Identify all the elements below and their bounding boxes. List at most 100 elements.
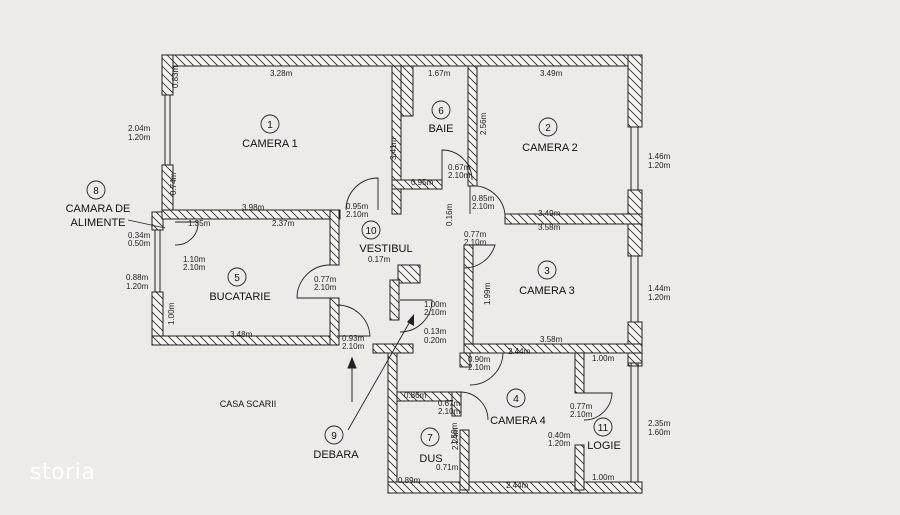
room-name-logie: LOGIE [587, 440, 621, 452]
room-num-11: 11 [598, 423, 609, 434]
wall-c3-left [463, 244, 474, 346]
wall-c4-top [459, 352, 471, 368]
wall-right-logie [627, 352, 643, 364]
door-baie [441, 149, 473, 181]
door-logie [583, 392, 613, 421]
dim-vest-door-w: 0.95m [346, 202, 369, 211]
dimensions: 3.28m 2.04m 1.20m 0.74m 0.83m 1.67m 3.41… [126, 65, 671, 490]
dim-buc-door-h: 2.10m [314, 283, 337, 292]
dim-deb-b: 0.20m [424, 336, 447, 345]
casa-scarii-label: CASA SCARII [220, 399, 277, 409]
room-name-camera-2: CAMERA 2 [522, 142, 578, 154]
dim-log-top: 1.00m [592, 354, 615, 363]
wall-logie-left-lower [574, 444, 585, 491]
wall-debara [389, 279, 400, 321]
room-num-7: 7 [427, 433, 433, 444]
dim-main-door-w: 0.93m [342, 334, 365, 343]
dim-c2-win-w: 1.46m [648, 152, 671, 161]
door-bucatarie [296, 264, 331, 299]
room-name-vestibul: VESTIBUL [359, 243, 412, 255]
dim-log-in-w: 0.40m [548, 431, 571, 440]
wall-buc-vest-lower [329, 297, 340, 346]
dim-c2-door-w: 0.85m [472, 194, 495, 203]
wall-baie-inner [391, 188, 402, 215]
camara-pointer [127, 219, 166, 229]
dim-dus-side: 1.58m [450, 422, 459, 445]
door-main [336, 304, 371, 337]
dim-log-in-h: 1.20m [548, 439, 571, 448]
dim-dus-top: 0.86m [404, 391, 427, 400]
dim-cam-win-h: 0.50m [128, 239, 151, 248]
room-num-4: 4 [513, 394, 519, 405]
dim-c3-top: 3.58m [538, 223, 561, 232]
room-name-camara-1: CAMARA DE [66, 203, 131, 215]
dim-deb-a: 0.13m [424, 327, 447, 336]
room-name-camera-1: CAMERA 1 [242, 138, 298, 150]
dim-buc-win-w: 0.88m [126, 273, 149, 282]
dim-c2-door-h: 2.10m [472, 202, 495, 211]
wall-bottom [387, 481, 643, 494]
wall-left-buc [151, 211, 164, 231]
dim-c4-top: 2.44m [508, 347, 531, 356]
dim-c3-bot: 3.58m [540, 335, 563, 344]
dim-c4-bot: 2.44m [506, 481, 529, 490]
dim-c1-win-h: 1.20m [128, 133, 151, 142]
dim-baie-door-w: 0.67m [448, 163, 471, 172]
dim-c2-top: 3.49m [540, 69, 563, 78]
dim-baie-door-h: 2.10m [448, 171, 471, 180]
dim-buc-in: 2.37m [272, 219, 295, 228]
dim-buc-bot: 3.48m [230, 330, 253, 339]
dim-c3-door-h: 2.10m [464, 238, 487, 247]
dim-cam-w: 1.35m [188, 219, 211, 228]
wall-dus-left [387, 352, 398, 494]
dim-c1-side: 0.74m [169, 172, 178, 195]
wall-buc-vest [329, 209, 340, 266]
doors [174, 149, 613, 421]
dim-cam-door-h: 2.10m [183, 263, 206, 272]
room-name-camara-2: ALIMENTE [70, 217, 125, 229]
wall-c4-left [459, 429, 470, 491]
dim-buc-win-h: 1.20m [126, 282, 149, 291]
dim-baie-bot: 0.95m [411, 178, 434, 187]
dim-c1-top: 3.28m [270, 69, 293, 78]
debara-pointer-head [407, 314, 414, 326]
dim-vest-b: 0.16m [445, 203, 454, 226]
wall-right-c2 [627, 54, 643, 128]
door-camara [174, 221, 199, 246]
dim-dus-door-w: 0.67m [438, 399, 461, 408]
dim-log-door-h: 2.10m [570, 410, 593, 419]
dim-vest-a: 0.17m [368, 255, 391, 264]
room-num-6: 6 [438, 106, 444, 117]
entrance-arrow [347, 356, 357, 402]
dim-c2-side: 2.56m [479, 112, 488, 135]
room-name-debara: DEBARA [313, 449, 359, 461]
door-vestibul [345, 177, 379, 211]
dim-c3-win-w: 1.44m [648, 284, 671, 293]
dim-c3-side: 1.99m [483, 282, 492, 305]
wall-logie-left [574, 352, 585, 394]
room-name-camera-4: CAMERA 4 [490, 415, 546, 427]
room-name-bucatarie: BUCATARIE [209, 291, 270, 303]
door-camera3 [463, 244, 496, 269]
dim-c2-win-h: 1.20m [648, 161, 671, 170]
dim-log-win-h: 1.60m [648, 428, 671, 437]
dim-c2-bot: 3.49m [538, 209, 561, 218]
wall-c2-bottom [504, 213, 643, 225]
wall-baie-bottom [391, 179, 443, 190]
wall-right-c3 [627, 223, 643, 257]
dim-dus-door-h: 2.10m [438, 407, 461, 416]
walls [151, 54, 643, 494]
dim-c4-door-w: 0.90m [468, 355, 491, 364]
room-num-2: 2 [545, 123, 551, 134]
room-markers [86, 100, 613, 447]
dim-c1-topleft: 0.83m [171, 65, 180, 88]
dim-cam-door-w: 1.10m [183, 255, 206, 264]
dim-c4-side: 2.24m [451, 427, 460, 450]
dim-c4-door-h: 2.10m [468, 363, 491, 372]
dim-deb-door-h: 2.10m [424, 308, 447, 317]
dim-dus-bot: 0.89m [398, 476, 421, 485]
dim-log-bot: 1.00m [592, 473, 615, 482]
dim-deb-door-w: 1.00m [424, 300, 447, 309]
wall-c1-buc [161, 209, 341, 220]
